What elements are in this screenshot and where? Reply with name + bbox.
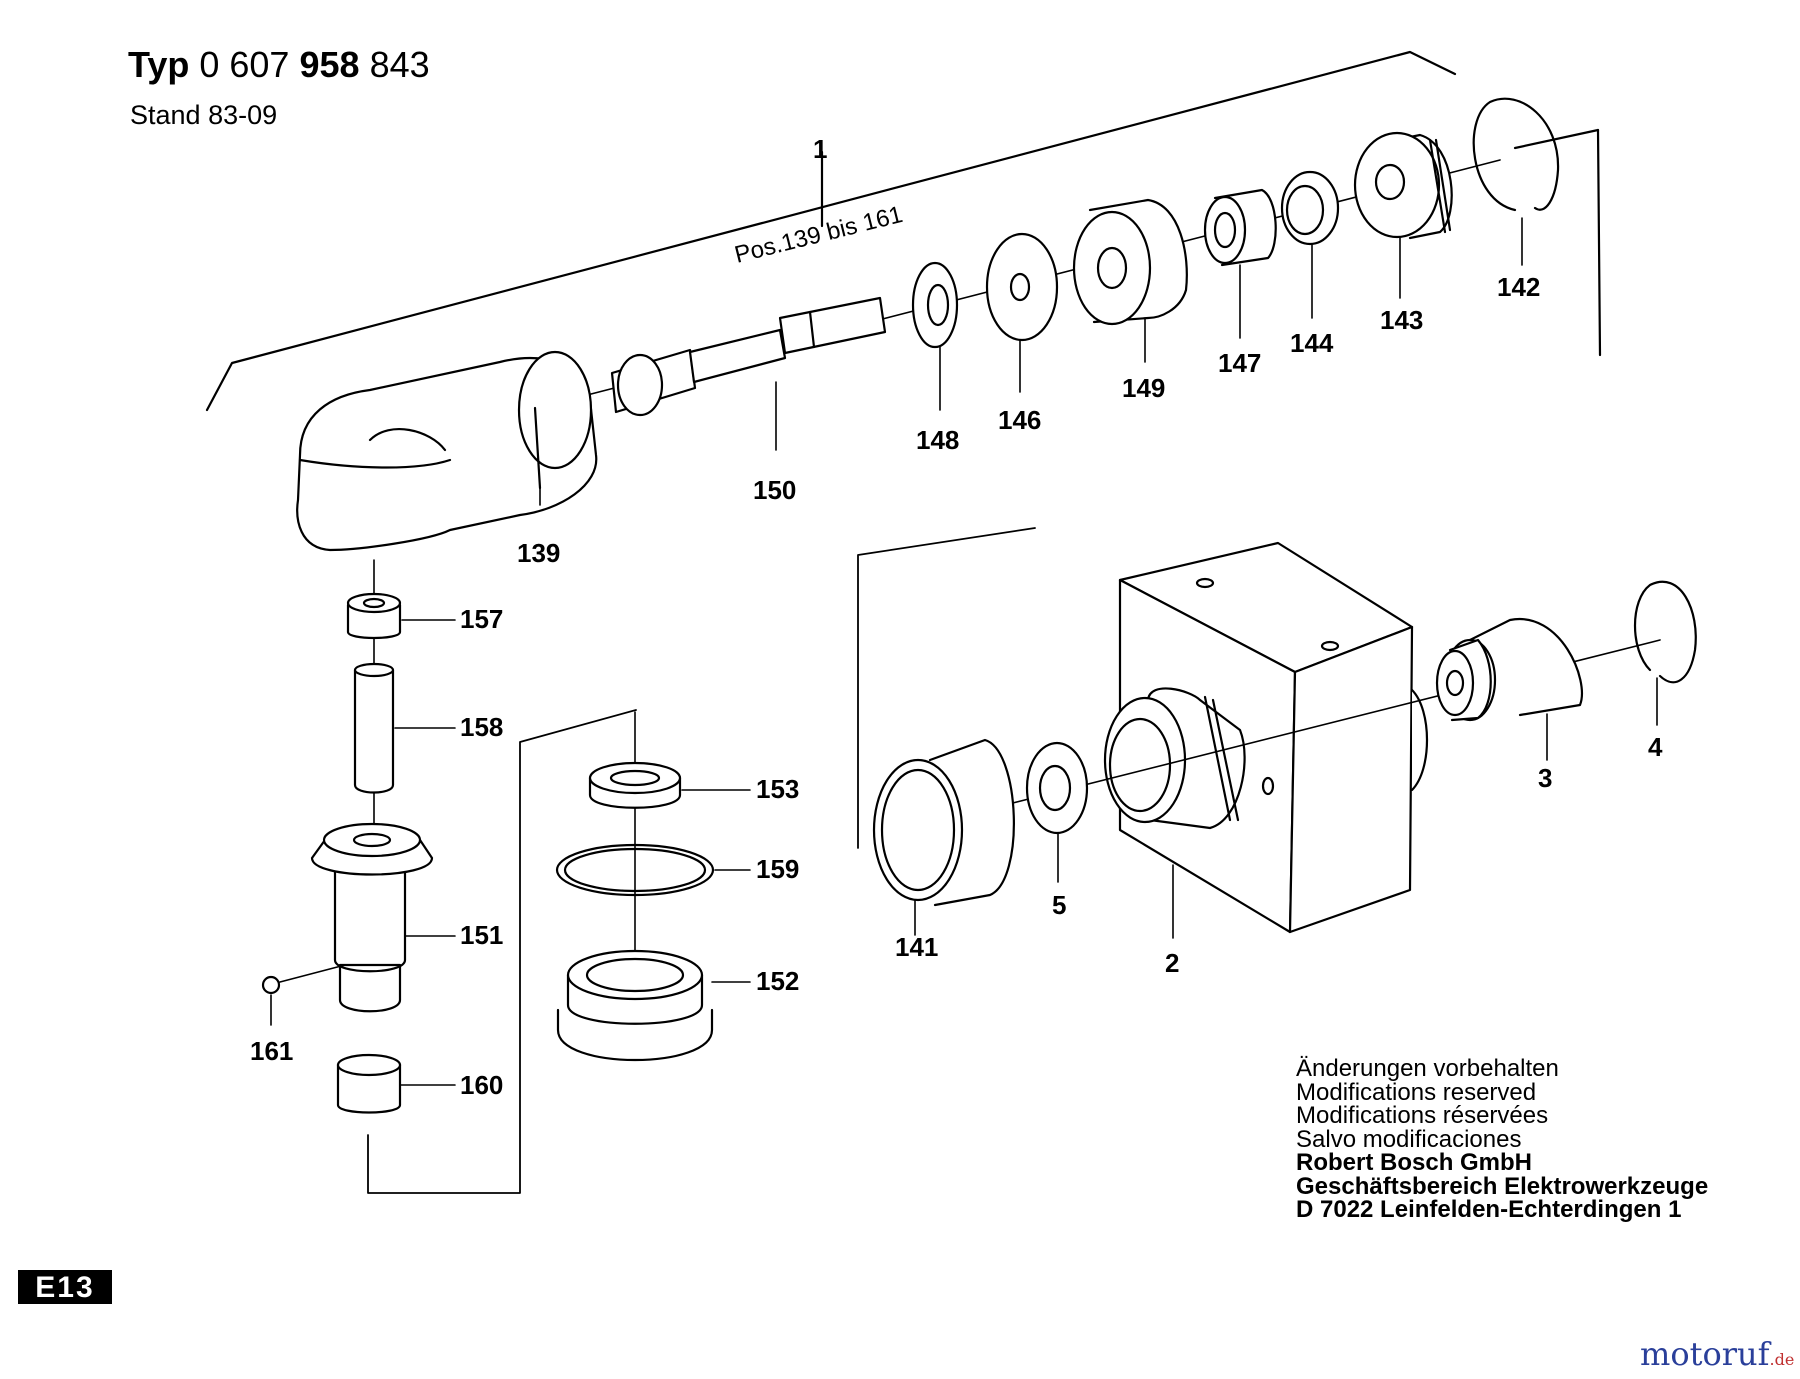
notice-line-es: Salvo modificaciones	[1296, 1125, 1522, 1153]
page-code: E13	[18, 1270, 112, 1304]
label-157: 157	[460, 604, 504, 634]
label-139: 139	[517, 538, 561, 568]
label-1: 1	[813, 134, 828, 164]
modifications-notice: Änderungen vorbehalten Modifications res…	[1296, 1057, 1708, 1222]
label-151: 151	[460, 920, 504, 950]
label-158: 158	[460, 712, 504, 742]
needle-bearing-147	[1203, 188, 1277, 267]
ball-161	[261, 975, 281, 995]
label-142: 142	[1497, 272, 1541, 302]
watermark: motoruf.de	[1640, 1335, 1794, 1373]
leader-lines-upper	[539, 217, 1523, 506]
typ-label: Typ	[128, 44, 190, 85]
nut-141	[872, 738, 1015, 907]
stand-date: Stand 83-09	[130, 100, 277, 131]
label-160: 160	[460, 1070, 504, 1100]
notice-line-de: Änderungen vorbehalten	[1296, 1055, 1559, 1082]
block-boss	[1103, 687, 1246, 830]
typ-number-b: 958	[299, 44, 360, 85]
company-address: D 7022 Leinfelden-Echterdingen 1	[1296, 1196, 1682, 1223]
pinion-shaft-150	[610, 296, 887, 417]
typ-number-c: 843	[369, 44, 430, 85]
company-division: Geschäftsbereich Elektrowerkzeuge	[1296, 1172, 1709, 1200]
ball-bearing-5	[1025, 741, 1089, 835]
company-name: Robert Bosch GmbH	[1296, 1149, 1533, 1176]
leader-lines-lower-left	[270, 619, 751, 1086]
label-149: 149	[1122, 373, 1166, 403]
label-146: 146	[998, 405, 1042, 435]
circlip-4	[1634, 580, 1697, 684]
label-4: 4	[1648, 732, 1663, 762]
stand-label: Stand	[130, 100, 201, 130]
bevel-gear-151	[310, 822, 434, 1013]
typ-number-a: 0 607	[199, 44, 290, 85]
threaded-ring-143	[1353, 131, 1453, 240]
label-148: 148	[916, 425, 960, 455]
label-143: 143	[1380, 305, 1424, 335]
label-161: 161	[250, 1036, 294, 1066]
o-ring-159	[555, 843, 715, 897]
label-147: 147	[1218, 348, 1262, 378]
stand-value: 83-09	[208, 100, 278, 130]
type-number: Typ 0 607 958 843	[128, 44, 430, 86]
label-3: 3	[1538, 763, 1553, 793]
sleeve-160	[336, 1053, 402, 1114]
seal-144	[1280, 170, 1340, 246]
label-150: 150	[753, 475, 797, 505]
snap-ring-142	[1472, 97, 1560, 212]
label-144: 144	[1290, 328, 1334, 358]
label-159: 159	[756, 854, 800, 884]
notice-line-en: Modifications reserved	[1296, 1078, 1537, 1106]
watermark-main: motoruf	[1640, 1335, 1770, 1373]
label-152: 152	[756, 966, 800, 996]
angle-head-139	[296, 350, 598, 552]
leader-lines-lower-right	[914, 677, 1658, 939]
bushing-157	[346, 592, 402, 640]
assembly-range-text: Pos.139 bis 161	[732, 201, 906, 269]
label-5: 5	[1052, 890, 1067, 920]
label-2: 2	[1165, 948, 1180, 978]
label-153: 153	[756, 774, 800, 804]
label-141: 141	[895, 932, 939, 962]
pin-158	[353, 662, 395, 794]
ring-153	[588, 761, 682, 809]
spindle-3	[1435, 617, 1583, 722]
watermark-suffix: .de	[1769, 1350, 1795, 1369]
lower-right-bracket	[857, 527, 1036, 849]
notice-line-fr: Modifications réservées	[1296, 1102, 1549, 1129]
sleeve-149	[1072, 198, 1188, 326]
threaded-bushing-152	[556, 949, 714, 1062]
lower-left-bracket	[367, 709, 637, 1194]
washer-146	[985, 232, 1059, 342]
bearing-148	[911, 261, 959, 349]
